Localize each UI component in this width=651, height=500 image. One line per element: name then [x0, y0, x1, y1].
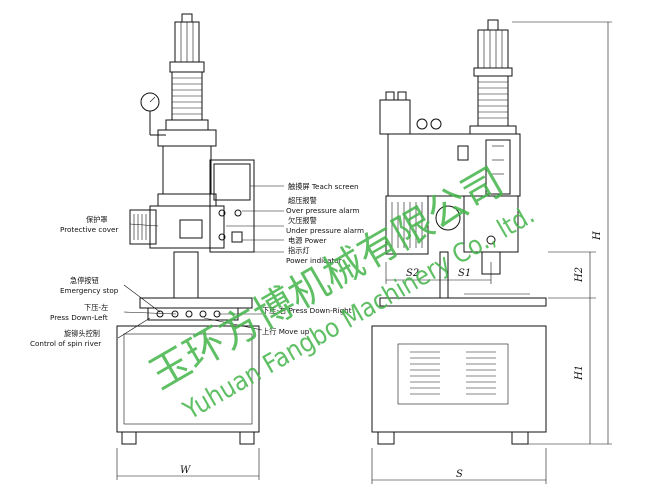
label-press-left-cn: 下压-左 [84, 303, 108, 312]
label-estop-cn: 急停按钮 [70, 276, 99, 285]
front-view: W [116, 13, 284, 480]
svg-text:触摸屏 Teach screen: 触摸屏 Teach screen [288, 182, 359, 191]
dim-h1: H1 [574, 365, 585, 381]
label-under-pressure-en: Under pressure alarm [286, 226, 364, 235]
svg-text:下压-右 Press Down-Right: 下压-右 Press Down-Right [262, 306, 352, 315]
front-labels: 触摸屏 Teach screen 超压报警 Over pressure alar… [30, 182, 364, 348]
company-watermark: 玉环方博机械有限公司 Yuhuan Fangbo Machinery Co., … [142, 159, 540, 427]
dim-w: W [180, 465, 191, 476]
label-under-pressure-cn: 欠压报警 [288, 216, 317, 225]
label-move-up-en: Move up [279, 327, 310, 336]
svg-text:电源 Power: 电源 Power [288, 236, 326, 245]
side-base-cabinet [371, 325, 547, 433]
label-press-left-en: Press Down-Left [50, 313, 108, 322]
svg-text:上行 Move up: 上行 Move up [262, 327, 310, 336]
label-move-up-cn: 上行 [262, 327, 276, 336]
dim-h2: H2 [574, 267, 585, 283]
label-estop-en: Emergency stop [60, 286, 119, 295]
dim-s: S [456, 469, 463, 480]
side-view: H H2 H1 S2 S1 S [371, 19, 612, 484]
label-cover-en: Protective cover [60, 225, 118, 234]
bellows [171, 71, 203, 120]
label-power-en: Power [305, 236, 327, 245]
dim-s1: S1 [458, 268, 471, 279]
vent-grille [410, 351, 496, 395]
label-teach-screen-en: Teach screen [311, 182, 359, 191]
watermark-chinese: 玉环方博机械有限公司 [142, 159, 511, 399]
label-spin-en: Control of spin river [30, 339, 101, 348]
dim-s2: S2 [406, 268, 419, 279]
label-over-pressure-cn: 超压报警 [288, 196, 317, 205]
protective-cover [149, 205, 225, 249]
label-teach-screen-cn: 触摸屏 [288, 182, 310, 191]
label-over-pressure-en: Over pressure alarm [286, 206, 360, 215]
label-press-right-en: Press Down-Right [288, 306, 351, 315]
label-indicator-en: Power indicator [286, 256, 342, 265]
label-press-right-cn: 下压-右 [262, 306, 286, 315]
teach-screen [213, 163, 251, 201]
label-cover-cn: 保护罩 [86, 215, 108, 224]
label-spin-cn: 旋铆头控制 [64, 329, 100, 338]
dim-h: H [592, 231, 603, 241]
label-power-cn: 电源 [288, 236, 302, 245]
base-cabinet [116, 325, 260, 433]
label-indicator-cn: 指示灯 [288, 246, 310, 255]
